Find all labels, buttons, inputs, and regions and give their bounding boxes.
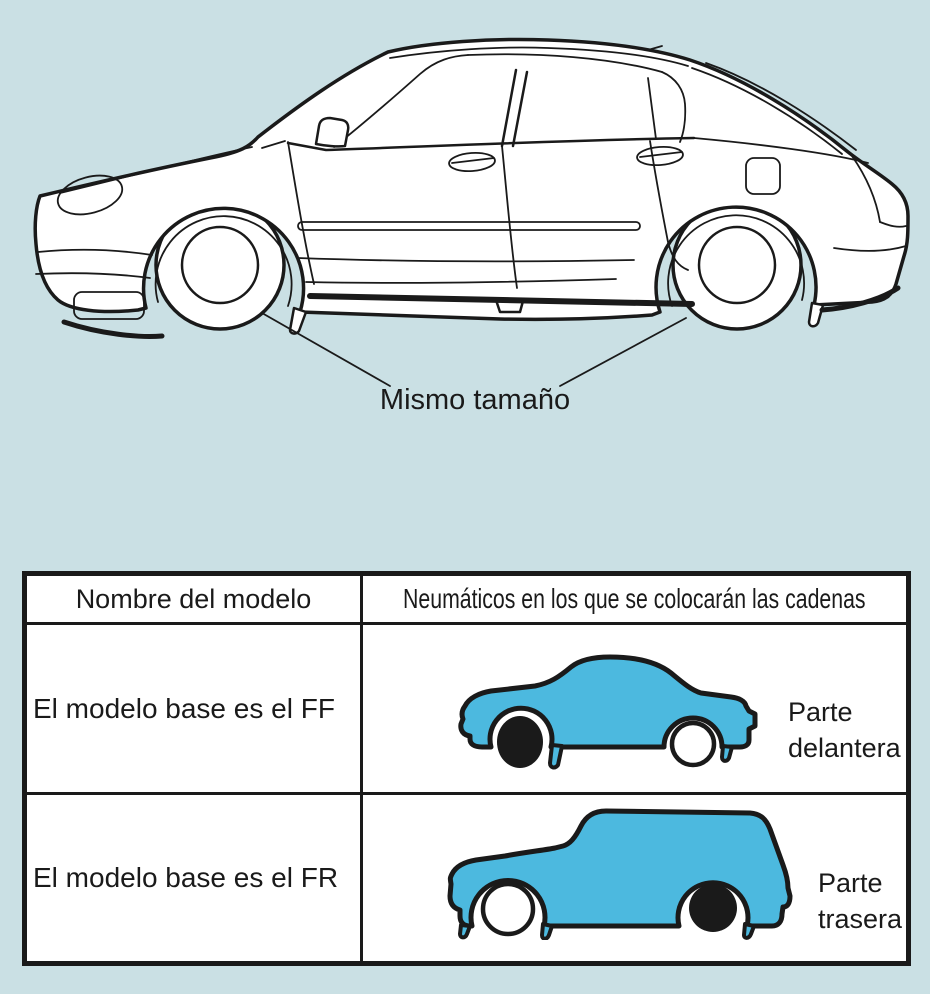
c-pillar-inner	[661, 71, 687, 143]
fuel-door	[745, 157, 781, 195]
rear-shoulder-line	[693, 137, 869, 164]
rear-bumper-crease	[833, 245, 907, 252]
side-moulding	[297, 221, 641, 231]
wagon-rear-flap	[742, 922, 756, 940]
bumper-crease-upper	[37, 248, 153, 256]
position-label-ff: Parte delantera	[788, 694, 901, 766]
tires-cell-ff: Parte delantera	[363, 625, 906, 792]
position-label-fr-line2: trasera	[818, 904, 903, 934]
rear-door-handle-bar	[639, 151, 683, 158]
sedan-body	[458, 654, 758, 750]
header-tires-column: Neumáticos en los que se colocarán las c…	[363, 576, 906, 622]
model-fr-label: El modelo base es el FR	[33, 862, 339, 893]
model-cell-ff: El modelo base es el FF	[27, 625, 360, 792]
sedan-silhouette-front-chains	[458, 654, 758, 770]
wagon-front-flap	[540, 922, 554, 940]
front-wheel-chain-marker	[497, 716, 543, 768]
position-label-ff-line1: Parte	[788, 697, 853, 727]
rear-bumper-bottom	[819, 285, 901, 313]
roof-inner-line	[389, 46, 689, 67]
position-label-fr-line1: Parte	[818, 868, 883, 898]
model-ff-label: El modelo base es el FF	[33, 692, 335, 724]
wiper	[261, 140, 286, 149]
chain-placement-table: Nombre del modelo Neumáticos en los que …	[22, 571, 911, 966]
front-door-handle	[448, 151, 496, 173]
pointer-line-rear-wheel	[559, 317, 687, 387]
rear-window-edge-1	[691, 67, 843, 155]
wagon-bumper-flap	[458, 923, 472, 940]
underbody-notch	[494, 298, 525, 314]
fog-light	[73, 291, 145, 320]
rear-window-edge-2	[705, 62, 857, 151]
b-pillar-rear	[511, 70, 529, 148]
sedan-rear-flap	[720, 744, 734, 763]
rear-wheel-plain-marker	[669, 720, 717, 768]
a-pillar-inner	[333, 54, 469, 148]
position-label-fr: Parte trasera	[818, 865, 902, 937]
car-line-drawing: Mismo tamaño	[33, 37, 910, 416]
row-divider	[27, 792, 906, 795]
sedan-front-flap	[548, 743, 564, 770]
glass-top-edge	[467, 53, 663, 73]
wagon-silhouette-rear-chains	[447, 808, 793, 940]
hood-line	[59, 146, 253, 194]
rear-door-cut	[649, 140, 689, 271]
front-mudflap	[288, 306, 308, 335]
underbody-line	[307, 293, 695, 307]
fender-door-seam	[287, 141, 315, 285]
front-door-handle-bar	[451, 157, 495, 164]
rocker-bottom	[305, 278, 617, 284]
tires-cell-fr: Parte trasera	[363, 795, 906, 961]
same-size-label: Mismo tamaño	[380, 384, 570, 416]
b-pillar-front	[500, 68, 518, 148]
quarter-window-divider	[647, 77, 657, 140]
header-divider	[27, 622, 906, 625]
antenna-mark	[647, 45, 663, 51]
front-arch-lip	[154, 215, 293, 307]
bumper-crease-lower	[35, 272, 151, 279]
belt-line	[286, 136, 696, 152]
rear-mudflap	[807, 301, 825, 328]
rear-arch-lip	[667, 214, 805, 307]
position-label-ff-line2: delantera	[788, 733, 901, 763]
trunk-edge-line	[851, 155, 881, 223]
rear-door-handle	[636, 145, 684, 167]
model-cell-fr: El modelo base es el FR	[27, 795, 360, 961]
header-tires-label: Neumáticos en los que se colocarán las c…	[403, 583, 866, 614]
car-body-outline	[33, 37, 910, 322]
header-model-label: Nombre del modelo	[75, 583, 312, 614]
taillight-line	[879, 221, 907, 228]
pointer-line-front-wheel	[261, 312, 391, 387]
side-mirror	[314, 116, 350, 148]
front-door-cut	[501, 145, 518, 289]
header-model-column: Nombre del modelo	[27, 576, 360, 622]
front-bumper-bottom	[61, 319, 165, 339]
rear-wheel-chain-marker	[689, 884, 737, 932]
column-divider	[360, 576, 363, 961]
headlight	[56, 174, 124, 216]
rocker-crease	[297, 257, 635, 263]
front-wheel-plain-marker	[480, 881, 536, 937]
